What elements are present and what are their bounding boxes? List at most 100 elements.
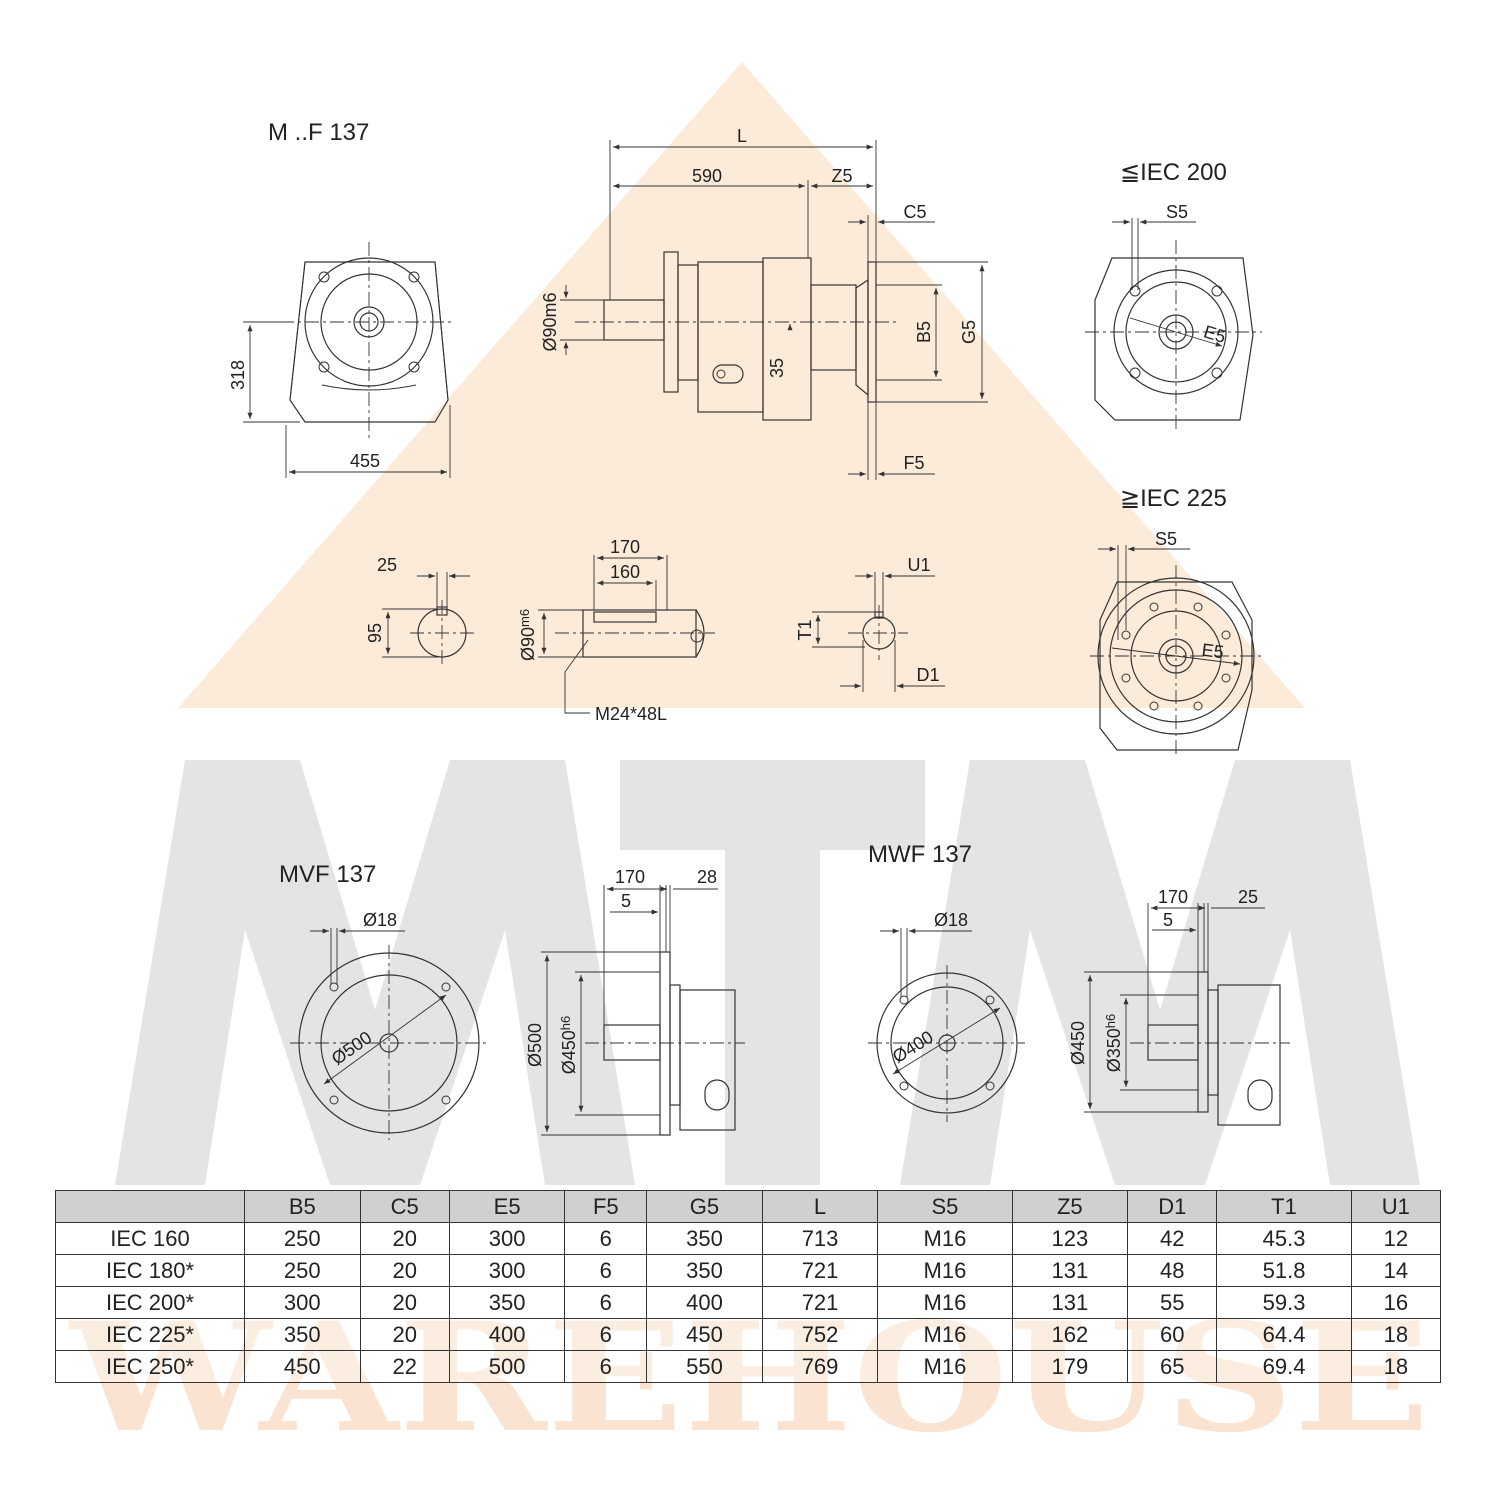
table-header-cell: C5 <box>359 1190 450 1223</box>
table-cell: 400 <box>646 1286 763 1319</box>
table-cell: 300 <box>448 1254 566 1287</box>
table-cell: 500 <box>448 1350 566 1383</box>
spec-table: B5 C5 E5 F5 G5 L S5 Z5 D1 T1 U1 IEC 160 2… <box>55 1190 1442 1383</box>
table-cell: 123 <box>1011 1222 1129 1255</box>
table-cell: 6 <box>564 1318 648 1351</box>
mvf-front-view: MVF 137 Ø500 Ø18 <box>279 861 490 1140</box>
table-header-cell: U1 <box>1350 1190 1442 1223</box>
table-cell: 69.4 <box>1216 1350 1352 1383</box>
table-cell: 64.4 <box>1216 1318 1352 1351</box>
table-cell: 550 <box>646 1350 763 1383</box>
dim-E5-225: E5 <box>1201 640 1225 663</box>
dim-G5: G5 <box>959 320 979 344</box>
table-cell: M16 <box>877 1318 1013 1351</box>
table-cell: 20 <box>359 1254 450 1287</box>
table-cell: 350 <box>646 1254 763 1287</box>
dim-mwf-5: 5 <box>1163 910 1173 930</box>
table-cell: M16 <box>877 1222 1013 1255</box>
watermark-triangle <box>178 62 1305 708</box>
front-view: M ..F 137 318 455 <box>228 119 455 478</box>
table-header-cell: Z5 <box>1011 1190 1129 1223</box>
table-cell: 713 <box>761 1222 879 1255</box>
dim-S5-225: S5 <box>1155 529 1177 549</box>
table-cell: 300 <box>244 1286 361 1319</box>
table-cell: IEC 180* <box>55 1254 245 1287</box>
dim-mvf-28: 28 <box>697 867 717 887</box>
dim-455: 455 <box>350 451 380 471</box>
dim-mvf-spigot: Ø450h6 <box>558 1016 579 1075</box>
table-cell: IEC 200* <box>55 1286 245 1319</box>
table-cell: 6 <box>564 1350 648 1383</box>
dim-D1: D1 <box>916 665 939 685</box>
dim-170: 170 <box>610 537 640 557</box>
dim-T1: T1 <box>795 619 815 640</box>
dim-95: 95 <box>365 623 385 643</box>
dim-S5: S5 <box>1166 202 1188 222</box>
dim-B5: B5 <box>914 321 934 343</box>
dim-590: 590 <box>692 166 722 186</box>
table-cell: 721 <box>761 1254 879 1287</box>
dim-shaft-detail-dia: Ø90m6 <box>517 609 538 661</box>
front-view-title: M ..F 137 <box>268 119 369 146</box>
watermark-logo <box>115 760 1420 1185</box>
table-header-cell: D1 <box>1127 1190 1218 1223</box>
table-cell: 55 <box>1127 1286 1218 1319</box>
iec200-title: ≦IEC 200 <box>1120 159 1227 186</box>
table-cell: 450 <box>646 1318 763 1351</box>
table-cell: 59.3 <box>1216 1286 1352 1319</box>
table-cell: 65 <box>1127 1350 1218 1383</box>
table-header-row: B5 C5 E5 F5 G5 L S5 Z5 D1 T1 U1 <box>55 1190 1442 1223</box>
dim-160: 160 <box>610 562 640 582</box>
table-cell: 60 <box>1127 1318 1218 1351</box>
table-cell: 20 <box>359 1286 450 1319</box>
dim-mvf-5: 5 <box>621 891 631 911</box>
table-cell: 721 <box>761 1286 879 1319</box>
table-cell: 42 <box>1127 1222 1218 1255</box>
table-cell: 20 <box>359 1222 450 1255</box>
mvf-side-view: 170 28 5 Ø500 Ø450h6 <box>525 867 745 1136</box>
table-cell: 18 <box>1350 1350 1442 1383</box>
table-cell: M16 <box>877 1254 1013 1287</box>
dim-mwf-hole: Ø18 <box>934 910 968 930</box>
table-cell: IEC 225* <box>55 1318 245 1351</box>
dim-mvf-170: 170 <box>615 867 645 887</box>
table-cell: 300 <box>448 1222 566 1255</box>
table-cell: 131 <box>1011 1286 1129 1319</box>
table-cell: 179 <box>1011 1350 1129 1383</box>
table-cell: 20 <box>359 1318 450 1351</box>
table-cell: 350 <box>646 1222 763 1255</box>
iec225-title: ≧IEC 225 <box>1120 485 1227 512</box>
table-cell: 769 <box>761 1350 879 1383</box>
table-cell: 400 <box>448 1318 566 1351</box>
dim-mwf-pcd: Ø400 <box>889 1027 937 1067</box>
table-header-cell: E5 <box>448 1190 566 1223</box>
table-cell: 450 <box>244 1350 361 1383</box>
table-cell: 12 <box>1350 1222 1442 1255</box>
dim-shaft-dia: Ø90m6 <box>540 292 560 351</box>
dim-L: L <box>737 126 747 146</box>
mwf-title: MWF 137 <box>868 841 972 868</box>
table-cell: 131 <box>1011 1254 1129 1287</box>
table-cell: 51.8 <box>1216 1254 1352 1287</box>
table-cell: 6 <box>564 1286 648 1319</box>
dim-318: 318 <box>228 360 248 390</box>
table-cell: 16 <box>1350 1286 1442 1319</box>
mvf-title: MVF 137 <box>279 861 376 888</box>
dim-mwf-spigot: Ø350h6 <box>1103 1014 1124 1073</box>
iec225-view: ≧IEC 225 E5 S5 <box>1090 485 1262 755</box>
table-header-cell: S5 <box>877 1190 1013 1223</box>
dim-F5: F5 <box>903 453 924 473</box>
table-cell: 6 <box>564 1254 648 1287</box>
table-header-cell: L <box>761 1190 879 1223</box>
table-cell: 6 <box>564 1222 648 1255</box>
key-section: 25 95 <box>365 555 474 665</box>
table-cell: IEC 160 <box>55 1222 245 1255</box>
shaft-detail: 170 160 Ø90m6 M24*48L <box>517 537 715 724</box>
table-cell: 350 <box>448 1286 566 1319</box>
table-header-cell: T1 <box>1216 1190 1352 1223</box>
table-cell: M16 <box>877 1286 1013 1319</box>
